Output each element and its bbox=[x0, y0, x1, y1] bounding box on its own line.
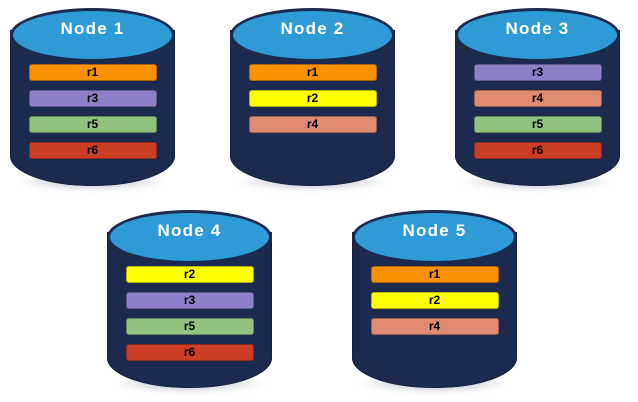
shard-bar-r6[interactable]: r6 bbox=[125, 344, 254, 361]
shard-list: r3 r4 r5 r6 bbox=[455, 64, 620, 159]
shard-bar-r4[interactable]: r4 bbox=[248, 116, 377, 133]
cylinder-top-ellipse bbox=[10, 8, 175, 62]
shard-bar-r1[interactable]: r1 bbox=[248, 64, 377, 81]
node-label: Node 4 bbox=[157, 221, 222, 240]
cylinder-top-ellipse bbox=[107, 210, 272, 264]
cylinder-top-ellipse bbox=[352, 210, 517, 264]
shard-bar-r1[interactable]: r1 bbox=[28, 64, 157, 81]
database-node-1[interactable]: Node 1 r1 r3 r5 r6 bbox=[10, 8, 175, 191]
shard-list: r2 r3 r5 r6 bbox=[107, 266, 272, 361]
cylinder-top-ellipse bbox=[230, 8, 395, 62]
shard-list: r1 r3 r5 r6 bbox=[10, 64, 175, 159]
shard-bar-r2[interactable]: r2 bbox=[248, 90, 377, 107]
database-node-4[interactable]: Node 4 r2 r3 r5 r6 bbox=[107, 210, 272, 393]
database-node-5[interactable]: Node 5 r1 r2 r4 bbox=[352, 210, 517, 393]
shard-bar-r2[interactable]: r2 bbox=[125, 266, 254, 283]
shard-list: r1 r2 r4 bbox=[230, 64, 395, 133]
shard-bar-r4[interactable]: r4 bbox=[473, 90, 602, 107]
shard-bar-r2[interactable]: r2 bbox=[370, 292, 499, 309]
database-node-3[interactable]: Node 3 r3 r4 r5 r6 bbox=[455, 8, 620, 191]
shard-bar-r6[interactable]: r6 bbox=[473, 142, 602, 159]
shard-bar-r1[interactable]: r1 bbox=[370, 266, 499, 283]
shard-bar-r5[interactable]: r5 bbox=[28, 116, 157, 133]
shard-bar-r4[interactable]: r4 bbox=[370, 318, 499, 335]
shard-bar-r5[interactable]: r5 bbox=[125, 318, 254, 335]
shard-bar-r3[interactable]: r3 bbox=[28, 90, 157, 107]
shard-bar-r3[interactable]: r3 bbox=[125, 292, 254, 309]
shard-list: r1 r2 r4 bbox=[352, 266, 517, 335]
node-label: Node 2 bbox=[280, 19, 345, 38]
node-label: Node 3 bbox=[505, 19, 570, 38]
shard-bar-r5[interactable]: r5 bbox=[473, 116, 602, 133]
node-label: Node 5 bbox=[402, 221, 467, 240]
cylinder-top-ellipse bbox=[455, 8, 620, 62]
node-label: Node 1 bbox=[60, 19, 125, 38]
database-node-2[interactable]: Node 2 r1 r2 r4 bbox=[230, 8, 395, 191]
shard-bar-r3[interactable]: r3 bbox=[473, 64, 602, 81]
shard-bar-r6[interactable]: r6 bbox=[28, 142, 157, 159]
